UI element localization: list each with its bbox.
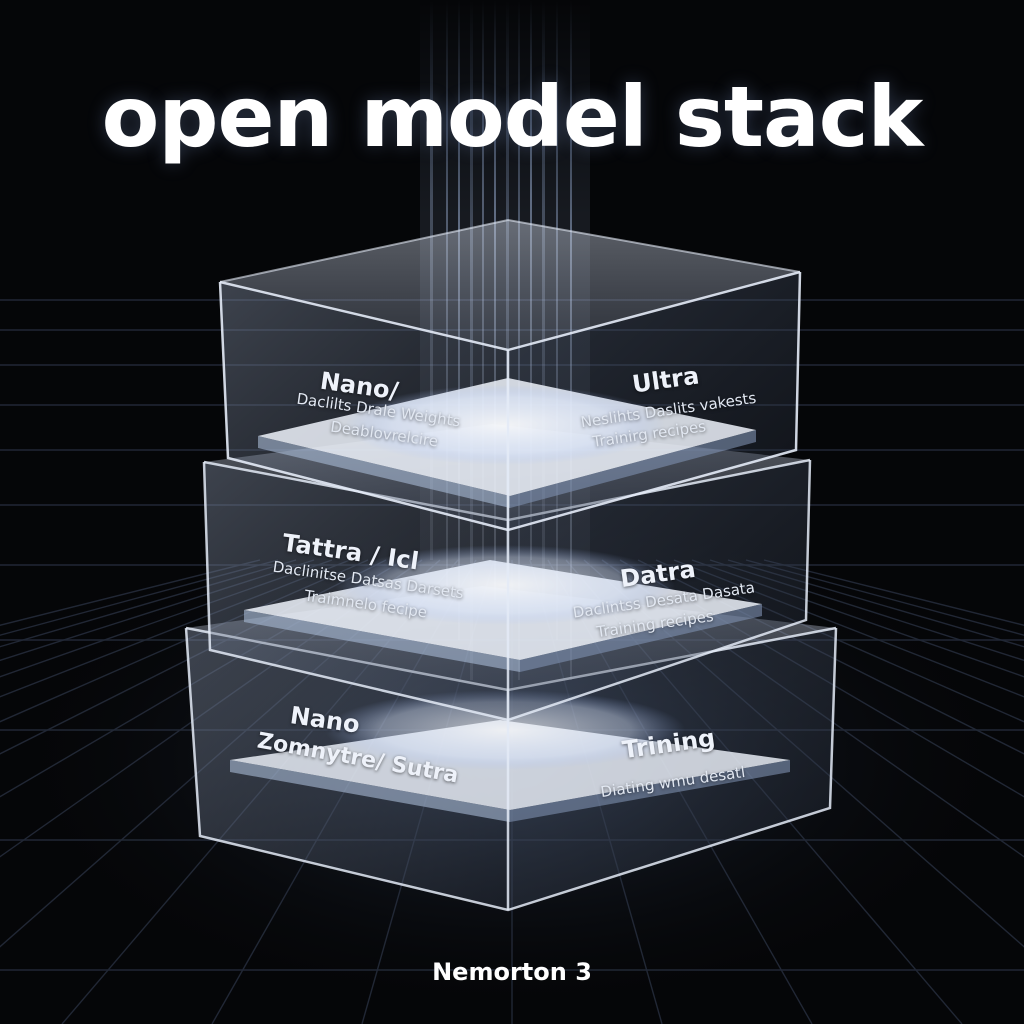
grid-line — [0, 559, 351, 698]
grid-line — [727, 559, 1024, 648]
poster-title: open model stack — [101, 68, 924, 166]
grid-line — [673, 559, 1024, 698]
brand-footer: Nemorton 3 — [432, 958, 592, 986]
grid-line — [709, 559, 1024, 662]
grid-line — [0, 559, 297, 648]
grid-line — [0, 559, 333, 678]
grid-line — [0, 559, 315, 662]
grid-line — [691, 559, 1024, 678]
tier-top — [218, 218, 802, 532]
